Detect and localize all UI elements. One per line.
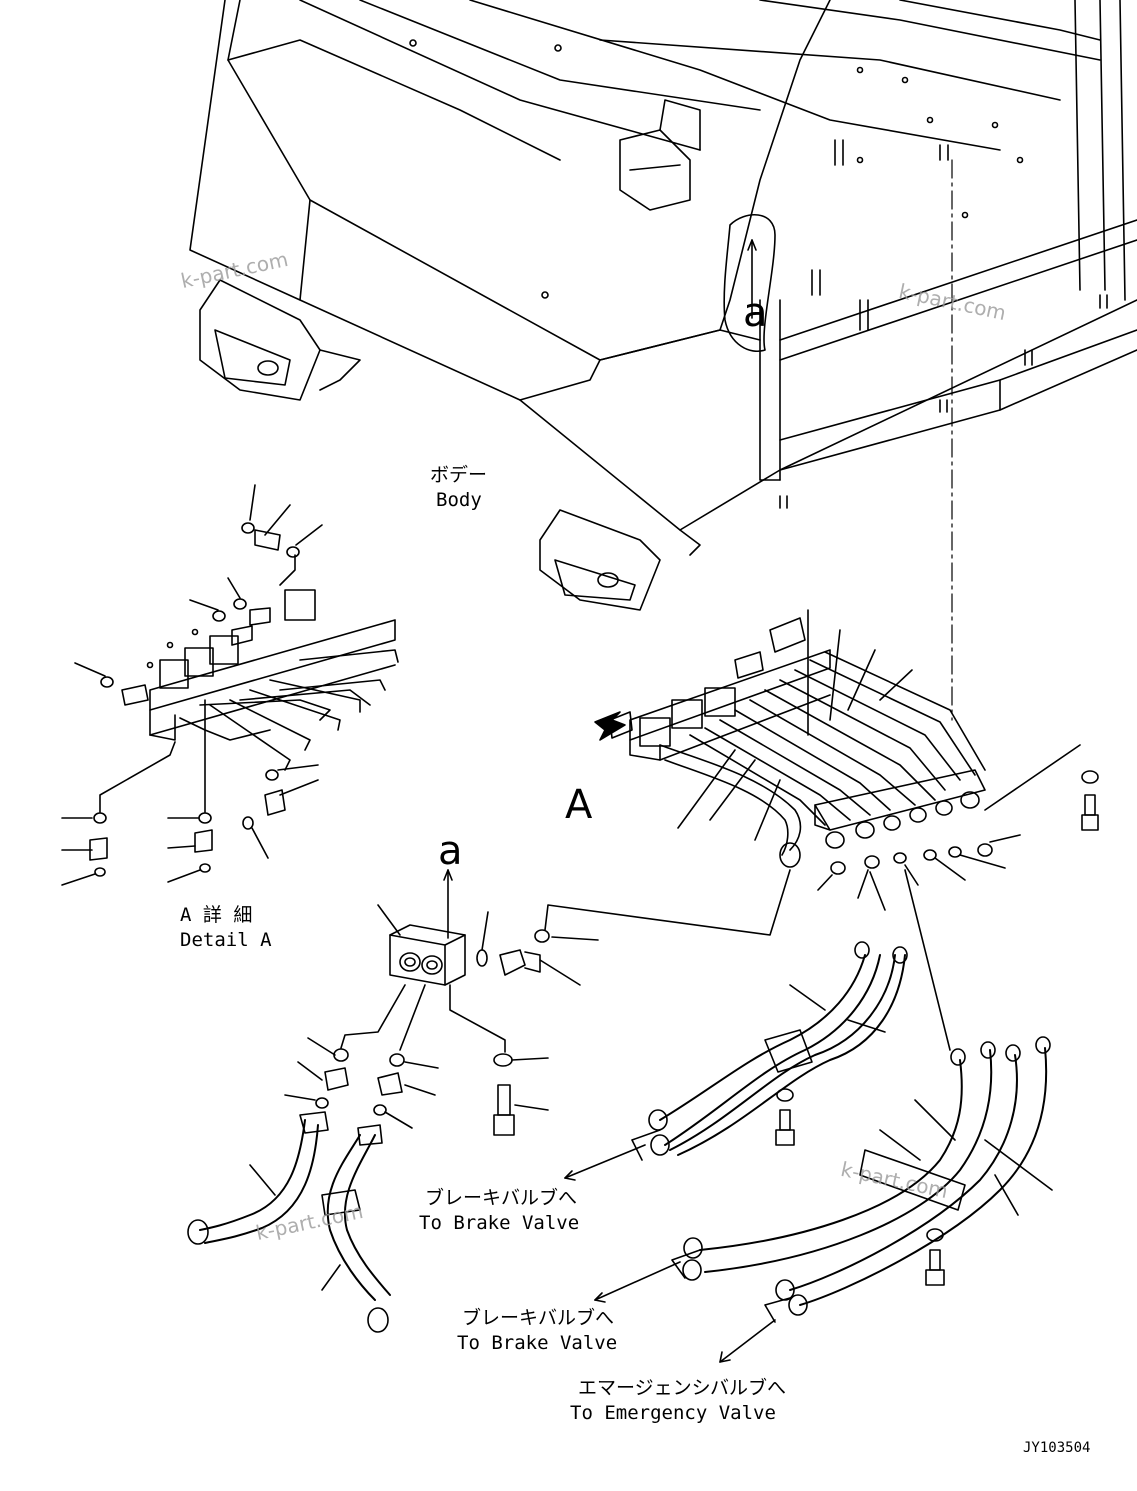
brake-valve-label-1-jp: ブレーキバルブへ: [425, 1187, 578, 1209]
brake-valve-label-1-en: To Brake Valve: [419, 1212, 580, 1234]
left-hoses: [187, 1111, 391, 1333]
emergency-valve-label-jp: エマージェンシバルブへ: [578, 1377, 787, 1399]
body-label-en: Body: [436, 489, 482, 511]
emergency-valve-label-en: To Emergency Valve: [570, 1402, 776, 1424]
view-a-lower-marker: a: [438, 828, 463, 874]
right-hoses-emergency: [594, 1036, 1053, 1363]
right-hoses-brake: [564, 941, 908, 1181]
detail-label-jp: A 詳 細: [180, 904, 253, 926]
main-manifold: [594, 609, 1099, 1051]
body-label-jp: ボデー: [430, 464, 488, 486]
brake-valve-label-2-en: To Brake Valve: [457, 1332, 618, 1354]
center-block: [284, 869, 791, 1136]
detail-a-manifold: [61, 484, 399, 886]
view-a-marker: A: [565, 782, 593, 828]
body-frame: [189, 0, 1137, 721]
drawing-code: JY103504: [1023, 1440, 1091, 1456]
detail-label-en: Detail A: [180, 929, 272, 951]
view-a-lower-marker-body: a: [743, 290, 768, 336]
outlet-fittings: [825, 791, 980, 849]
brake-valve-label-2-jp: ブレーキバルブへ: [462, 1307, 615, 1329]
